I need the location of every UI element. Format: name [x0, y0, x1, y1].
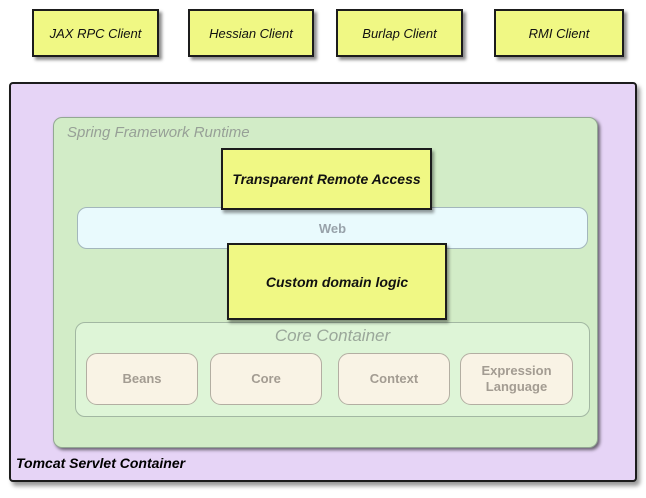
client-label: Hessian Client	[209, 25, 293, 41]
client-box-jax-rpc: JAX RPC Client	[32, 9, 159, 57]
core-container-box: Core Container Beans Core Context Expres…	[75, 322, 590, 417]
core-container-label: Core Container	[274, 326, 391, 345]
module-beans: Beans	[86, 353, 198, 405]
web-layer-label: Web	[318, 220, 347, 236]
transparent-remote-access-label: Transparent Remote Access	[232, 171, 421, 187]
module-expression-language: Expression Language	[460, 353, 573, 405]
module-label: Beans	[122, 370, 162, 386]
custom-domain-logic-label: Custom domain logic	[265, 273, 409, 290]
client-label: RMI Client	[528, 25, 590, 41]
module-label: Context	[369, 370, 419, 386]
module-label: Expression Language	[481, 362, 552, 394]
tomcat-servlet-container-box: Spring Framework Runtime Web Transparent…	[9, 82, 637, 482]
client-label: Burlap Client	[362, 25, 437, 41]
client-box-rmi: RMI Client	[494, 9, 624, 57]
spring-framework-runtime-box: Spring Framework Runtime Web Transparent…	[53, 117, 598, 448]
client-box-hessian: Hessian Client	[188, 9, 314, 57]
transparent-remote-access-box: Transparent Remote Access	[221, 148, 432, 210]
tomcat-label: Tomcat Servlet Container	[16, 455, 186, 471]
custom-domain-logic-box: Custom domain logic	[227, 243, 447, 320]
module-core: Core	[210, 353, 322, 405]
module-label: Core	[251, 370, 281, 386]
client-box-burlap: Burlap Client	[336, 9, 463, 57]
client-label: JAX RPC Client	[49, 25, 142, 41]
runtime-label: Spring Framework Runtime	[67, 124, 250, 141]
module-context: Context	[338, 353, 450, 405]
